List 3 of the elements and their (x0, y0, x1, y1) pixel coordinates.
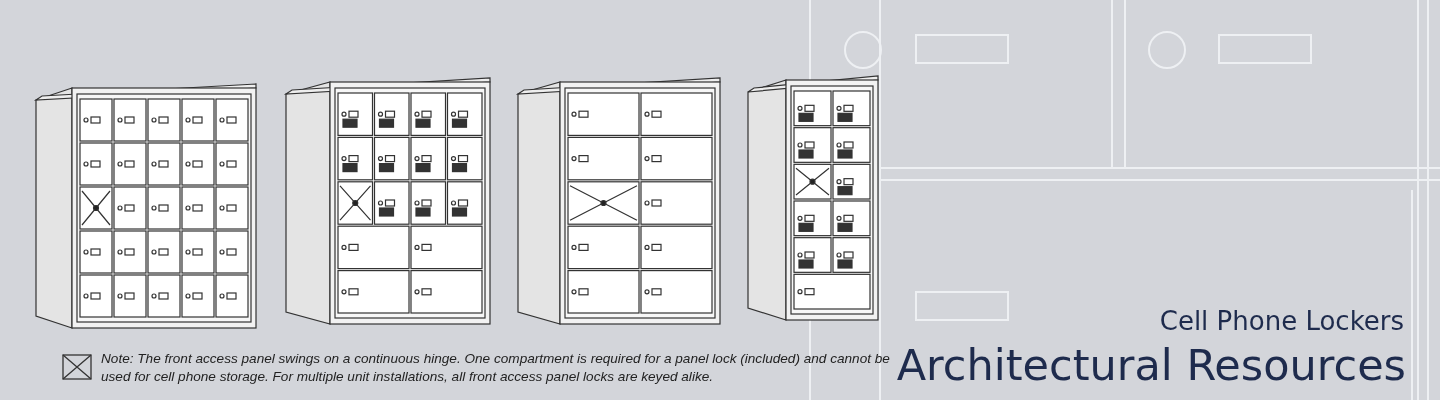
note-text: Note: The front access panel swings on a continuous hinge. One compartment is required for a panel lock (included) and cannot be used for cell phone storage. For multiple unit installations, all front access panel locks are keyed alike. (101, 350, 891, 386)
subheading: Cell Phone Lockers (1159, 306, 1404, 336)
heading: Architectural Resources (896, 340, 1406, 390)
